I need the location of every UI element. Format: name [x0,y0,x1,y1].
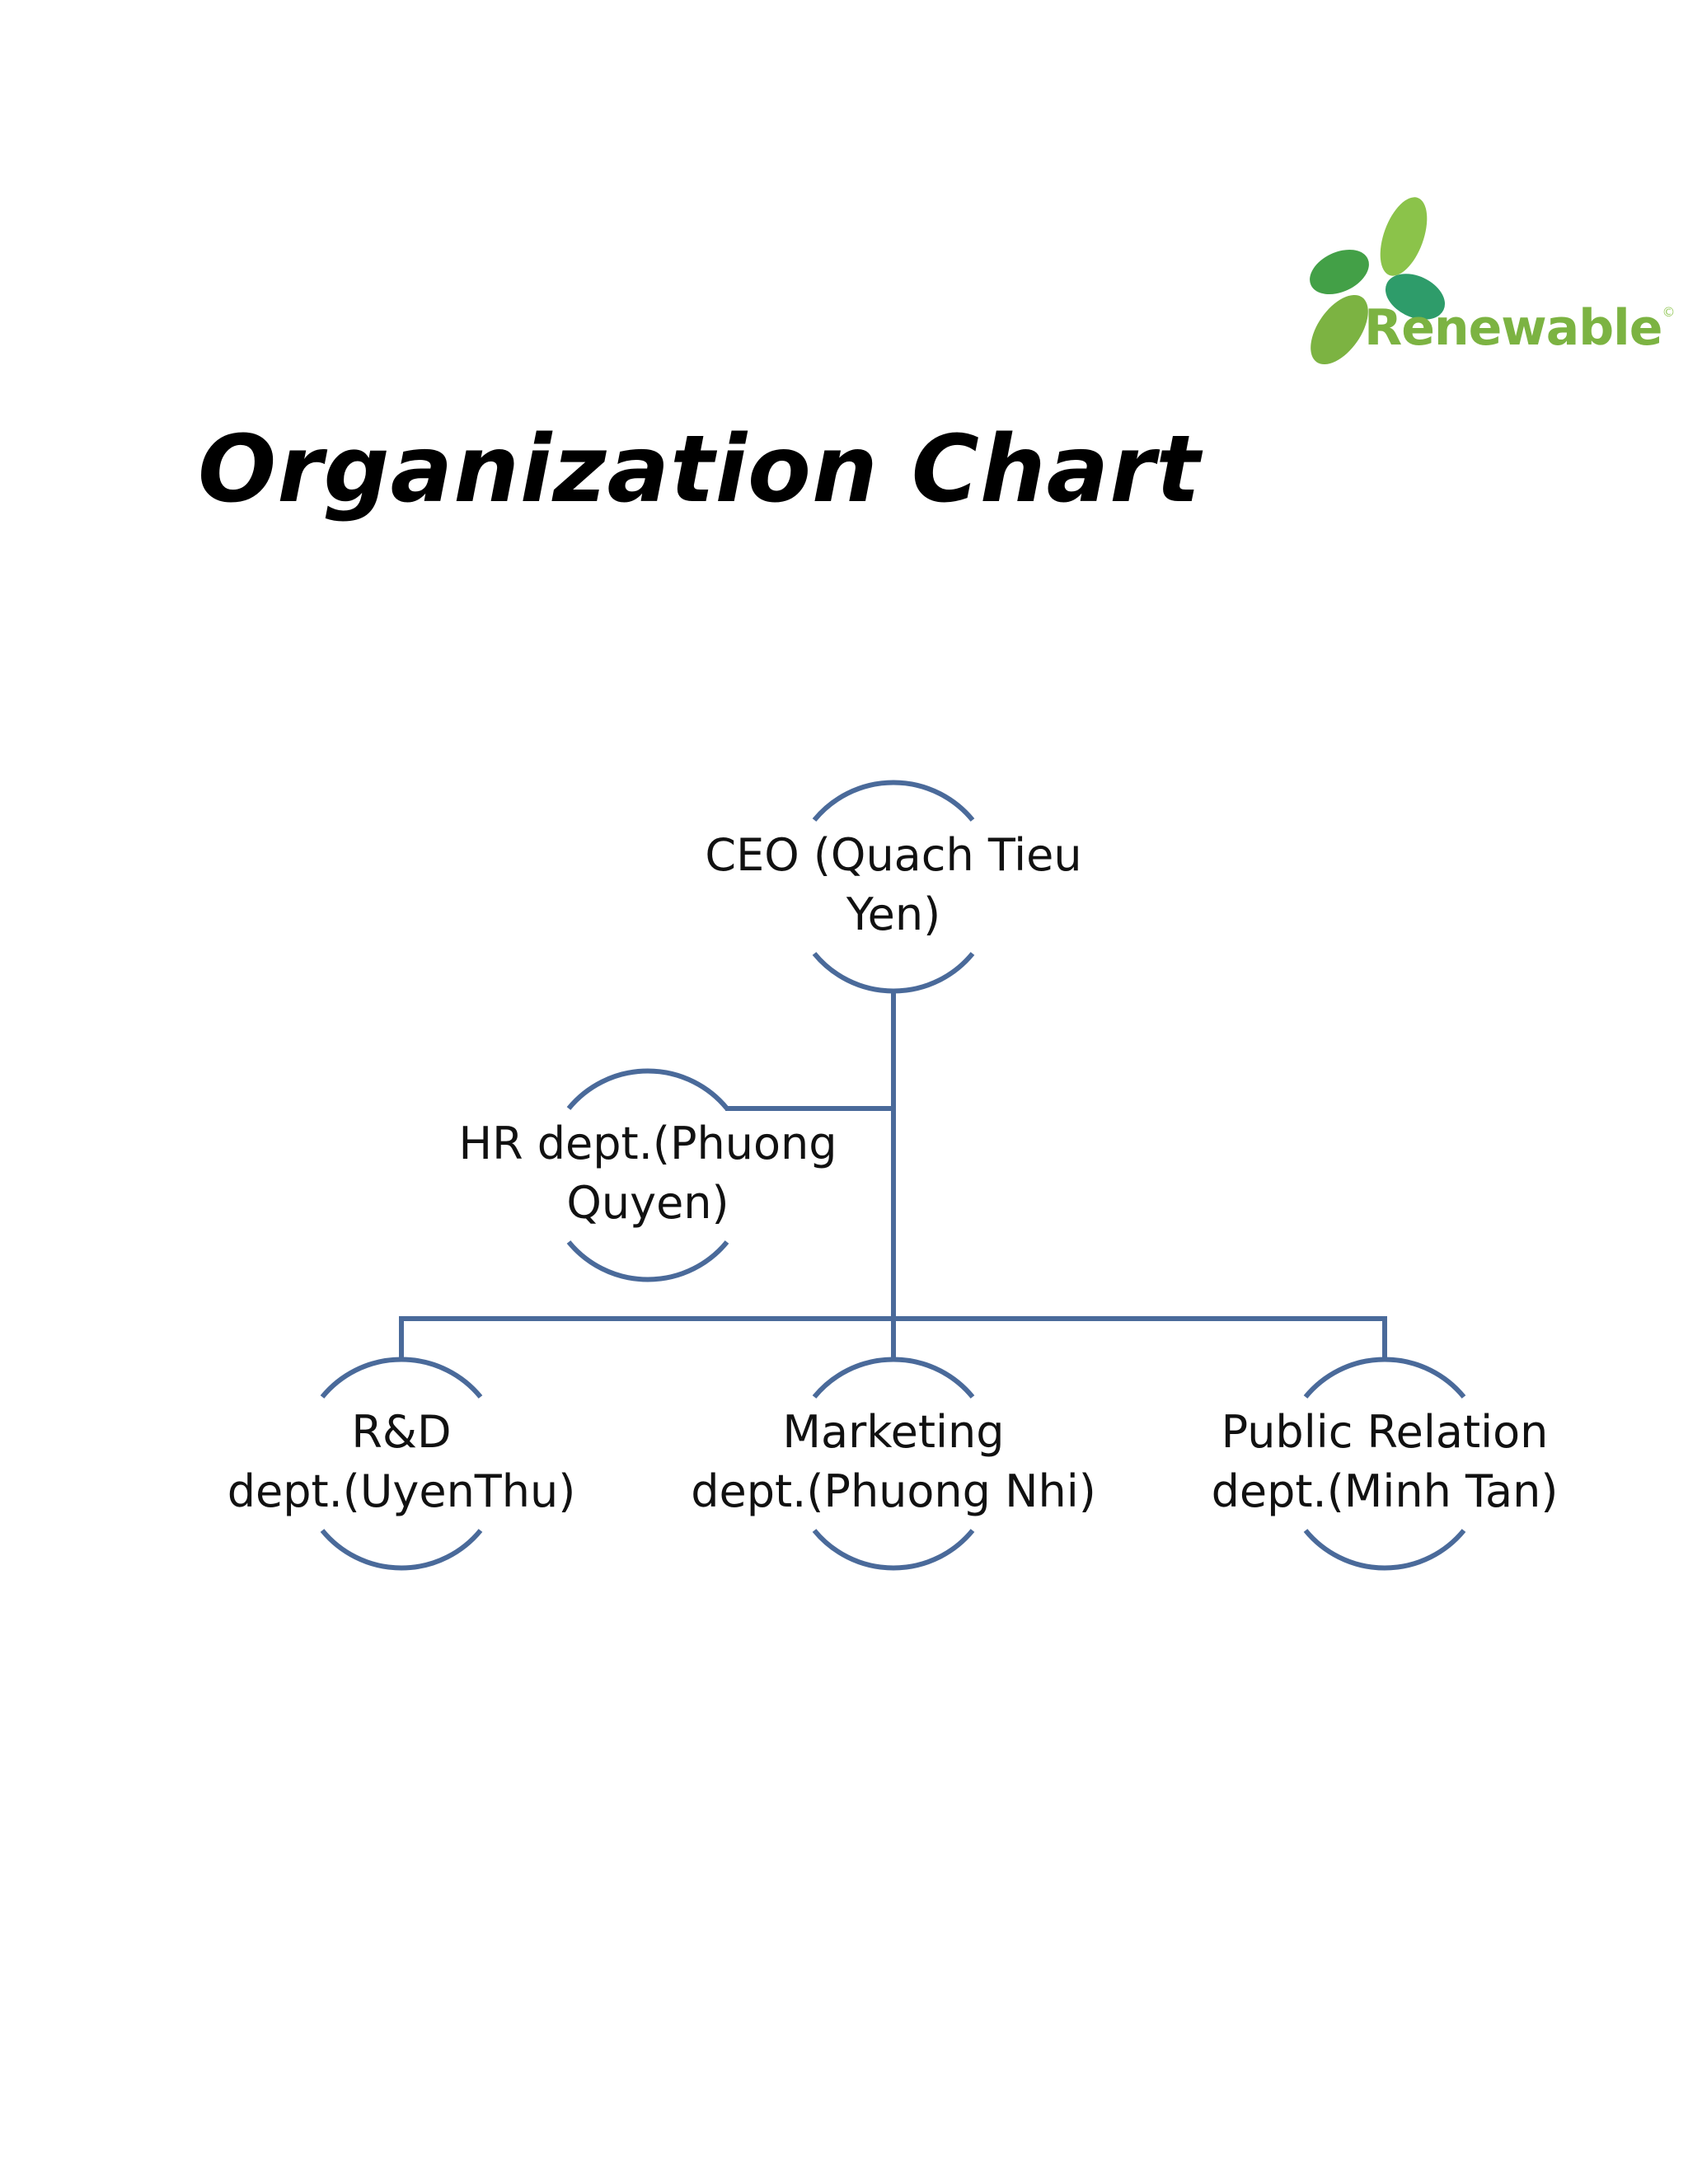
ceo-node-label: CEO (Quach Tieu Yen) [687,826,1100,944]
ceo-node-outline [812,780,975,994]
page-title: Organization Chart [198,416,1201,523]
rd-label-line1: R&D [351,1406,452,1458]
rd-label-line2: dept.(UyenThu) [227,1465,576,1517]
marketing-node-outline [812,1357,975,1571]
hr-node-label: HR dept.(Phuong Quyen) [442,1114,854,1233]
hr-node-outline [566,1068,729,1282]
logo-wordmark: Renewable© [1364,299,1675,357]
renewable-logo: Renewable© [1306,194,1675,375]
registered-mark: © [1662,304,1675,320]
rd-node-label: R&D dept.(UyenThu) [195,1403,607,1521]
four-leaf-clover-icon [1310,197,1446,365]
pr-node-label: Public Relation dept.(Minh Tan) [1158,1403,1611,1521]
marketing-node-label: Marketing dept.(Phuong Nhi) [667,1403,1120,1521]
hr-label-line2: Quyen) [566,1177,729,1229]
ceo-label-line1: CEO (Quach Tieu [705,829,1082,881]
marketing-label-line2: dept.(Phuong Nhi) [691,1465,1096,1517]
ceo-label-line2: Yen) [846,888,941,940]
pr-node-outline [1303,1357,1466,1571]
pr-label-line2: dept.(Minh Tan) [1211,1465,1559,1517]
marketing-label-line1: Marketing [782,1406,1005,1458]
pr-label-line1: Public Relation [1221,1406,1549,1458]
rd-node-outline [320,1357,483,1571]
hr-label-line1: HR dept.(Phuong [458,1118,837,1169]
